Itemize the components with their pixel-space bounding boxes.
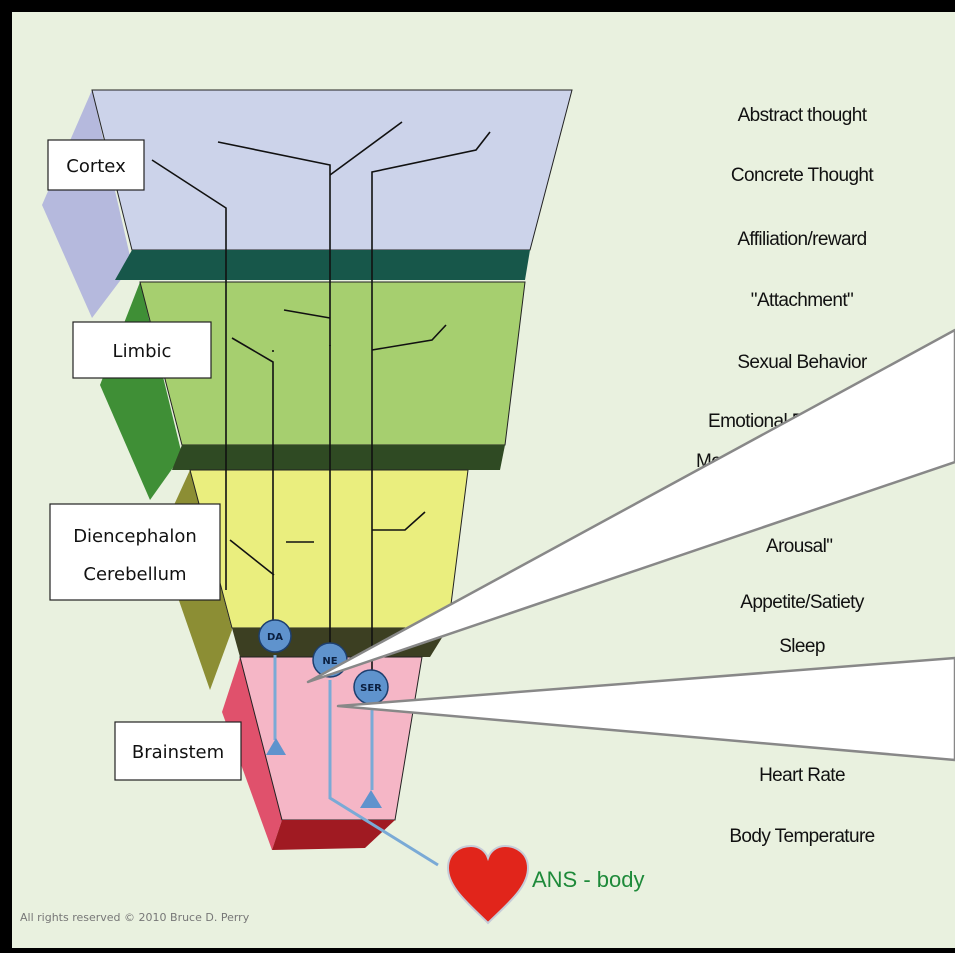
function-abstract-thought: Abstract thought: [738, 105, 868, 126]
copyright-text: All rights reserved © 2010 Bruce D. Perr…: [20, 911, 250, 924]
function-heart-rate: Heart Rate: [759, 765, 845, 786]
cortex-band: [115, 250, 530, 280]
function-arousal: Arousal": [766, 536, 832, 557]
function-sexual-behavior: Sexual Behavior: [737, 352, 868, 373]
function-affiliation-reward: Affiliation/reward: [737, 229, 866, 250]
limbic-label: Limbic: [113, 341, 172, 362]
function-body-temperature: Body Temperature: [729, 826, 874, 847]
cortex-front-face: [92, 90, 572, 250]
function-appetite-satiety: Appetite/Satiety: [740, 592, 865, 613]
brainstem-label: Brainstem: [132, 742, 224, 763]
ne-label: NE: [322, 656, 337, 667]
cerebellum-label: Cerebellum: [83, 564, 186, 585]
function-attachment: "Attachment": [751, 290, 853, 311]
function-sleep: Sleep: [779, 636, 825, 657]
ans-body-label: ANS - body: [532, 867, 645, 892]
cortex-label: Cortex: [66, 156, 126, 177]
diencephalon-label-box: [50, 504, 220, 600]
limbic-band: [172, 445, 505, 470]
function-concrete-thought: Concrete Thought: [731, 165, 874, 186]
diencephalon-label: Diencephalon: [73, 526, 197, 547]
diencephalon-front-face: [190, 470, 468, 628]
da-label: DA: [267, 632, 283, 643]
ser-label: SER: [360, 683, 382, 694]
